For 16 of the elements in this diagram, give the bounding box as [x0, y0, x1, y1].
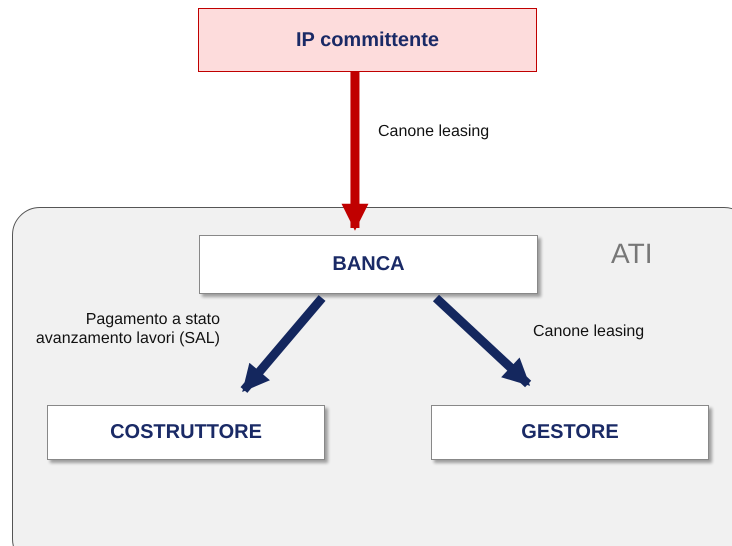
group-title: ATI — [611, 238, 652, 270]
edge-label: Canone leasing — [378, 122, 490, 141]
process-box — [198, 8, 537, 72]
process-box — [199, 235, 538, 294]
group-panel — [12, 207, 732, 546]
edge-label: Pagamento a stato avanzamento lavori (SAL) — [34, 310, 220, 348]
box-label: IP committente — [296, 28, 439, 52]
box-label: COSTRUTTORE — [110, 421, 262, 444]
edge-label: Canone leasing — [533, 322, 646, 341]
box-label: GESTORE — [521, 421, 619, 444]
arrow — [341, 72, 368, 231]
arrow — [240, 295, 326, 393]
arrow — [432, 294, 532, 388]
process-box — [47, 405, 325, 460]
box-label: BANCA — [332, 253, 405, 276]
process-box — [431, 405, 709, 460]
